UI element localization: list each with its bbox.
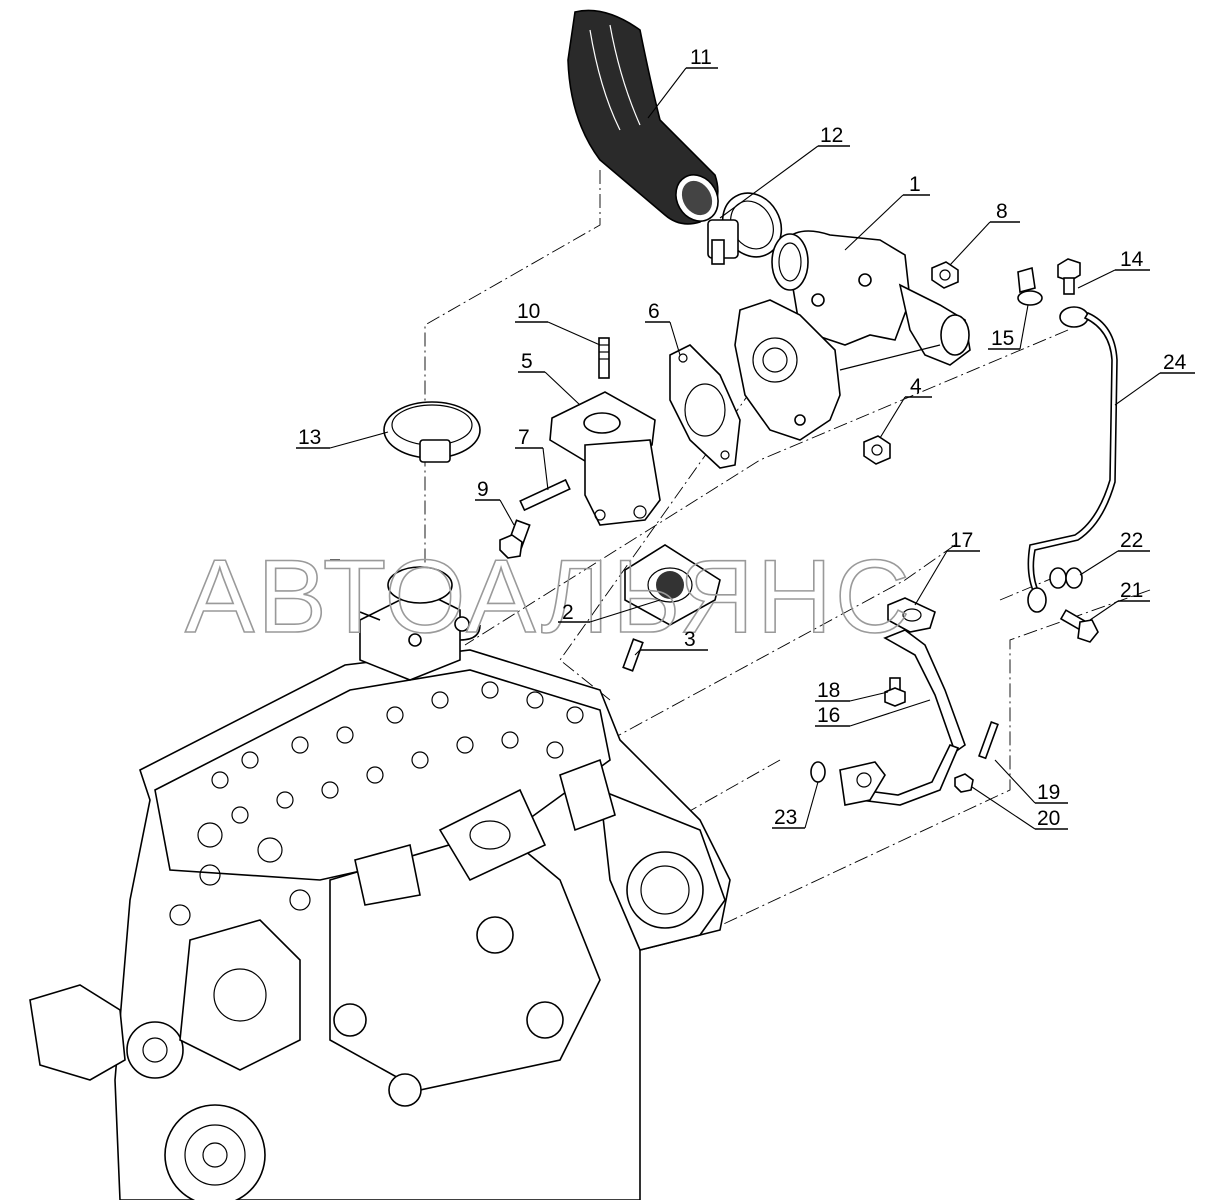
- o-ring-23: [810, 761, 826, 783]
- callout-19: 19: [1037, 781, 1060, 804]
- callout-12: 12: [820, 124, 843, 147]
- nut-20: [954, 773, 974, 793]
- bolt-21: [1059, 609, 1099, 643]
- turbocharger-1: [734, 230, 971, 441]
- clamp-13: [383, 401, 481, 463]
- callouts: 11 12 1 8 14 15 10 6 5 24: [296, 46, 1195, 830]
- callout-11: 11: [690, 46, 712, 69]
- callout-21: 21: [1120, 579, 1143, 602]
- callout-18: 18: [817, 679, 840, 702]
- callout-1: 1: [909, 173, 921, 196]
- stud-7: [519, 478, 571, 512]
- gasket-2: [624, 544, 721, 626]
- callout-23: 23: [774, 806, 797, 829]
- gasket-17: [887, 597, 936, 633]
- callout-4: 4: [910, 375, 922, 398]
- stud-3: [622, 638, 644, 672]
- callout-6: 6: [648, 300, 660, 323]
- callout-3: 3: [684, 628, 696, 651]
- nut-8: [931, 261, 959, 289]
- oil-return-pipe-16: [839, 629, 966, 806]
- gasket-6: [669, 344, 741, 469]
- callout-13: 13: [298, 426, 321, 449]
- stud-10: [598, 337, 610, 379]
- callout-2: 2: [562, 601, 574, 624]
- bolt-14: [1057, 258, 1081, 295]
- callout-20: 20: [1037, 807, 1060, 830]
- callout-15: 15: [991, 327, 1014, 350]
- callout-24: 24: [1163, 351, 1187, 374]
- engine-block: [29, 559, 731, 1200]
- callout-5: 5: [521, 350, 533, 373]
- stud-19: [977, 721, 999, 760]
- callout-10: 10: [517, 300, 540, 323]
- callout-7: 7: [518, 426, 530, 449]
- washer-15: [1017, 266, 1043, 306]
- bolt-9: [499, 519, 531, 559]
- washer-22: [1049, 567, 1083, 589]
- callout-16: 16: [817, 704, 840, 727]
- exhaust-elbow-5: [549, 391, 661, 526]
- bolt-18: [884, 677, 906, 707]
- nut-4: [863, 435, 891, 465]
- oil-pipe-24: [1027, 306, 1118, 613]
- callout-8: 8: [996, 200, 1008, 223]
- callout-14: 14: [1120, 248, 1144, 271]
- intake-hose-11: [567, 9, 719, 225]
- cylinder-head-details: [169, 681, 584, 926]
- callout-22: 22: [1120, 529, 1143, 552]
- callout-17: 17: [950, 529, 973, 552]
- callout-9: 9: [477, 478, 489, 501]
- watermark-text: АВТОАЛЬЯНС: [185, 539, 913, 655]
